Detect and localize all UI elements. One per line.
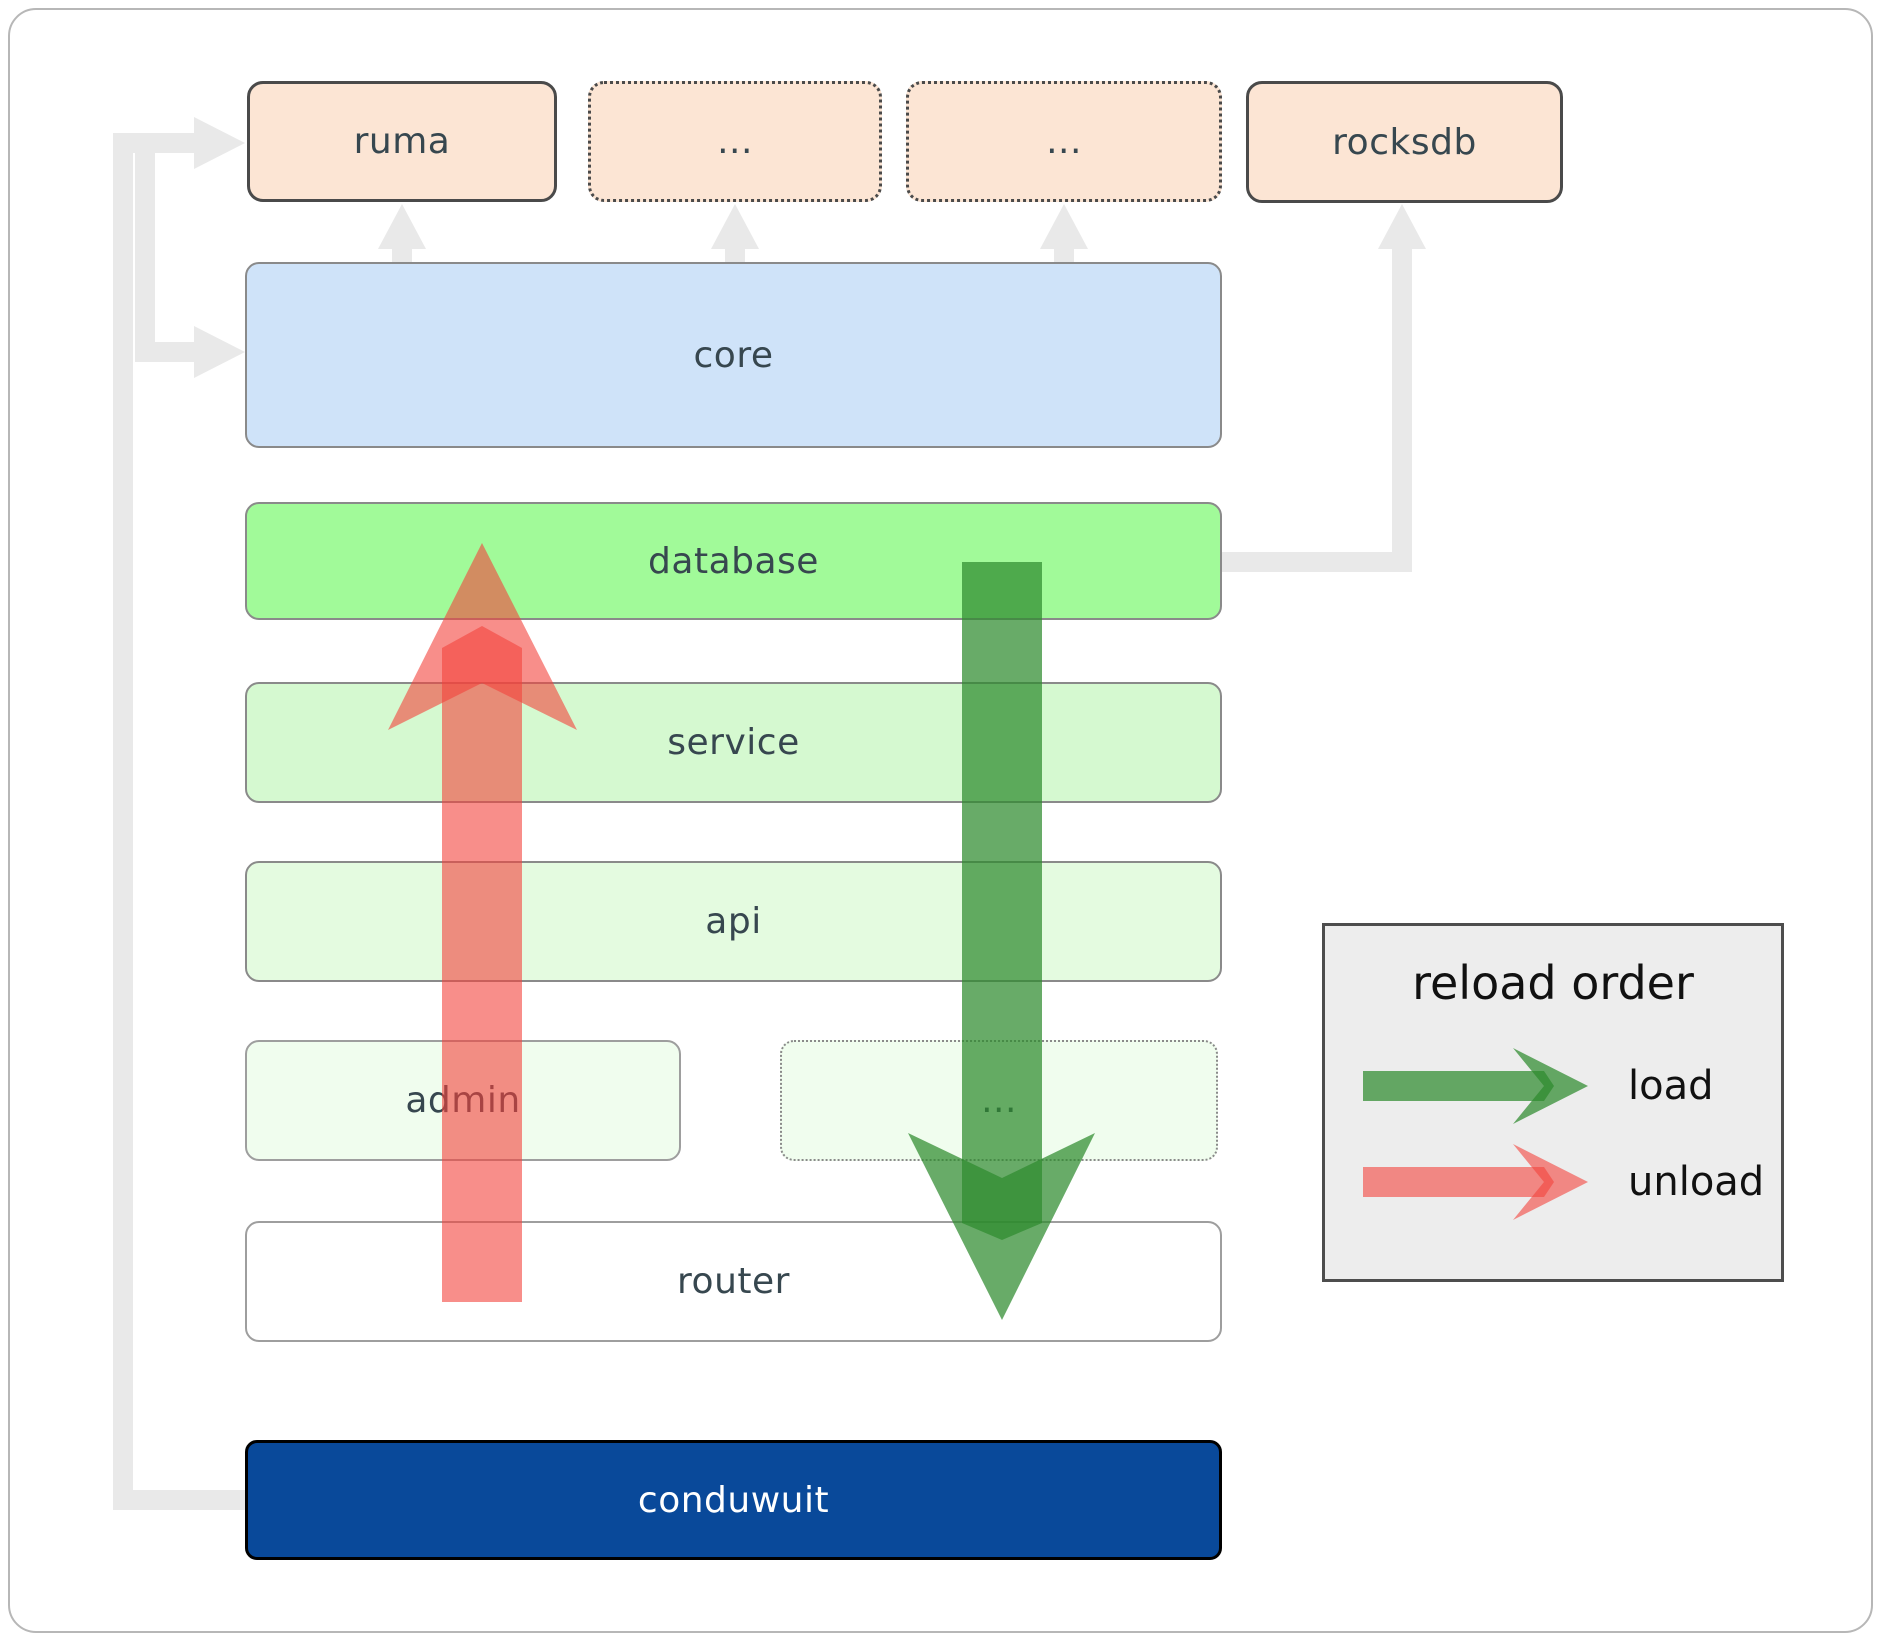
node-core: core xyxy=(245,262,1222,448)
node-router-label: router xyxy=(677,1261,790,1302)
load-arrow-icon xyxy=(1363,1048,1588,1124)
node-database: database xyxy=(245,502,1222,620)
node-conduwuit: conduwuit xyxy=(245,1440,1222,1560)
legend-unload-label: unload xyxy=(1628,1159,1765,1205)
legend-item-unload: unload xyxy=(1363,1137,1764,1227)
node-admin-ext: ... xyxy=(780,1040,1218,1161)
node-service-label: service xyxy=(667,722,800,763)
node-conduwuit-label: conduwuit xyxy=(637,1479,830,1521)
node-core-label: core xyxy=(693,334,774,376)
node-admin-ext-label: ... xyxy=(981,1080,1017,1121)
node-ruma: ruma xyxy=(247,81,557,202)
legend-item-load: load xyxy=(1363,1041,1714,1131)
node-ruma-label: ruma xyxy=(353,121,451,162)
legend-load-label: load xyxy=(1628,1063,1714,1109)
unload-arrow-icon xyxy=(1363,1144,1588,1220)
outer-frame xyxy=(8,8,1873,1633)
node-admin: admin xyxy=(245,1040,681,1161)
node-external-crate-2-label: ... xyxy=(1046,121,1082,162)
node-external-crate-2: ... xyxy=(906,81,1222,202)
node-admin-label: admin xyxy=(405,1080,521,1121)
node-service: service xyxy=(245,682,1222,803)
node-rocksdb-label: rocksdb xyxy=(1332,121,1477,163)
node-rocksdb: rocksdb xyxy=(1246,81,1563,203)
legend-title: reload order xyxy=(1412,956,1694,1010)
node-router: router xyxy=(245,1221,1222,1342)
node-api: api xyxy=(245,861,1222,982)
legend: reload order load unload xyxy=(1322,923,1784,1282)
node-api-label: api xyxy=(705,901,762,942)
node-database-label: database xyxy=(648,540,819,582)
node-external-crate-1: ... xyxy=(588,81,882,202)
node-external-crate-1-label: ... xyxy=(717,121,753,162)
